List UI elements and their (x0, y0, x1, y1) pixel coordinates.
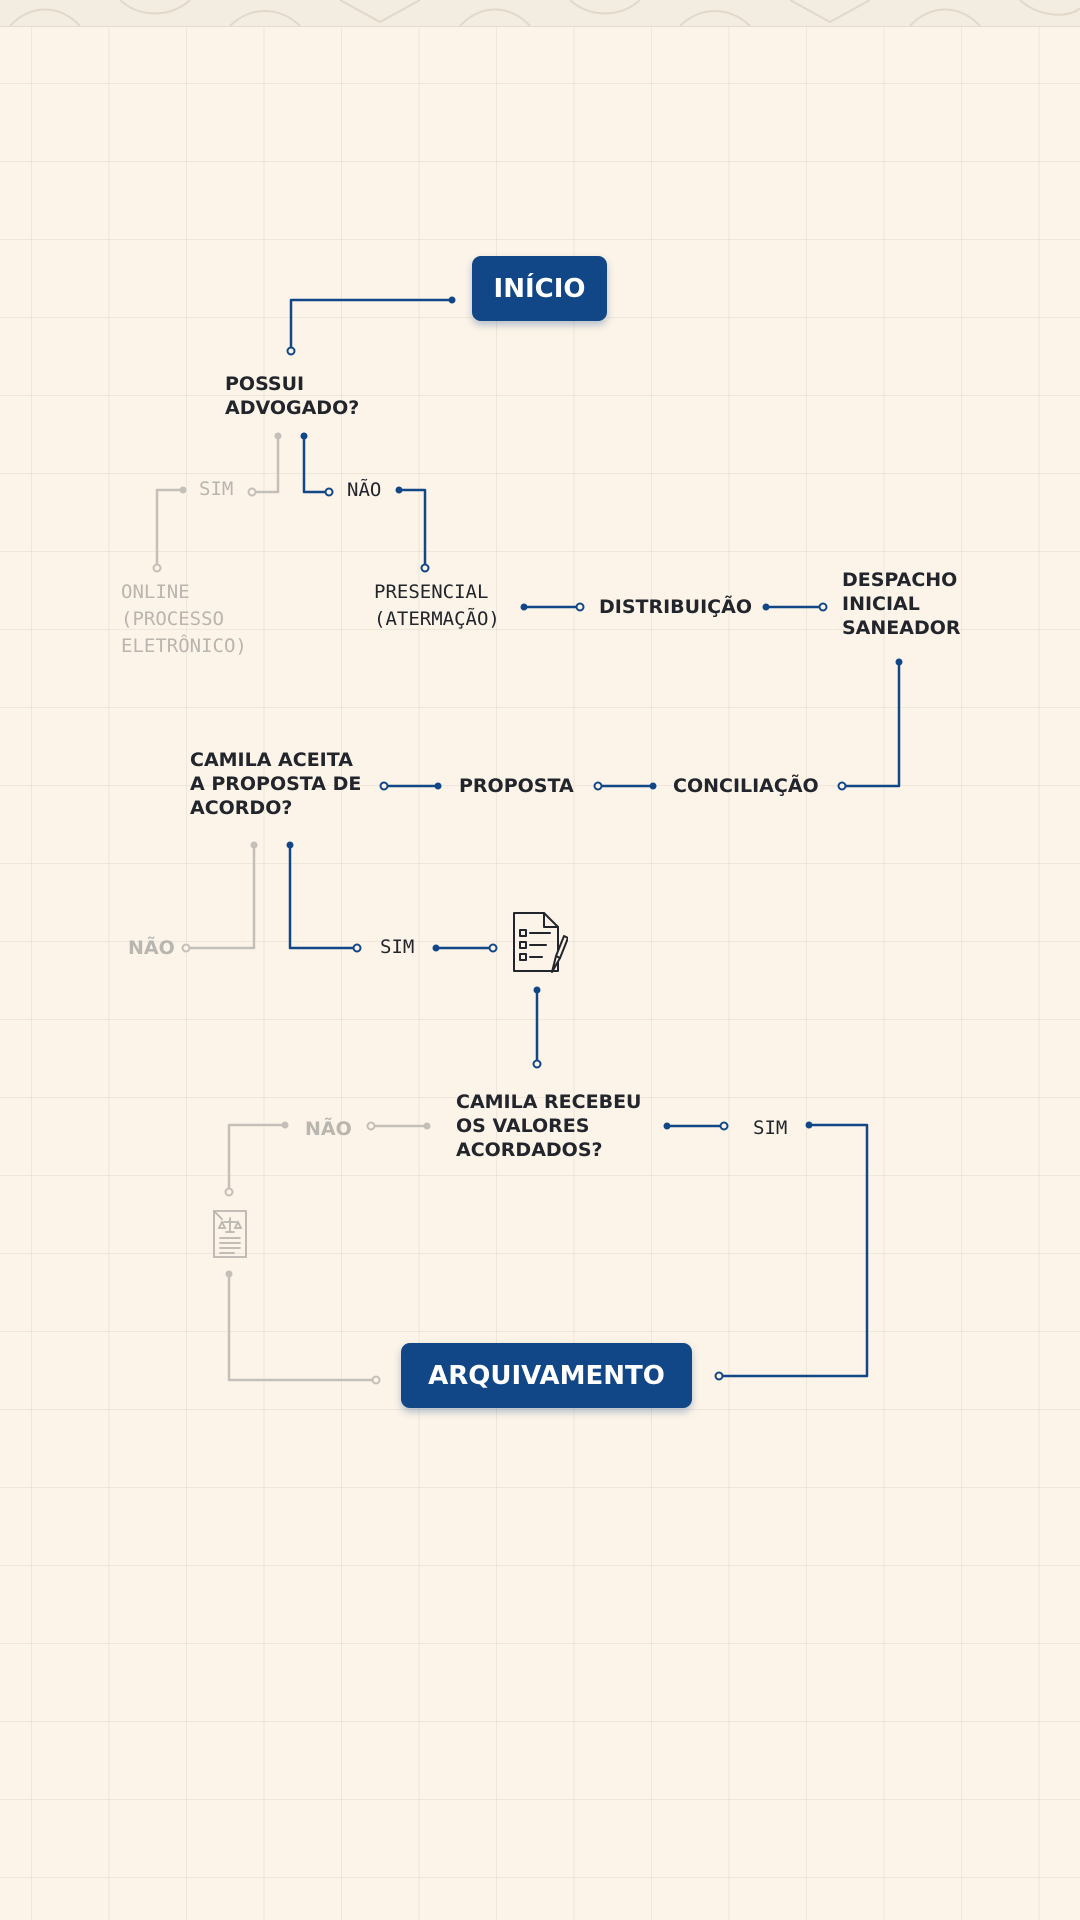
node-distribuicao: DISTRIBUIÇÃO (599, 596, 752, 618)
connector-sim-to-online (155, 488, 183, 568)
connector-sim-to-end (719, 1123, 869, 1378)
start-node: INÍCIO (472, 256, 607, 321)
decorative-header-band (0, 0, 1080, 27)
label-accept-yes: SIM (380, 936, 415, 958)
label-lawyer-no: NÃO (347, 479, 382, 501)
question-accept-proposal: CAMILA ACEITA A PROPOSTA DE ACORDO? (190, 749, 362, 819)
connector-judgment-to-end (227, 1274, 376, 1382)
legal-document-scales-icon (212, 1209, 248, 1259)
node-presencial: PRESENCIAL (ATERMAÇÃO) (374, 581, 500, 630)
node-conciliacao: CONCILIAÇÃO (673, 775, 819, 797)
label-accept-no: NÃO (128, 937, 175, 959)
end-node: ARQUIVAMENTO (401, 1343, 692, 1408)
label-received-yes: SIM (753, 1117, 788, 1139)
node-proposta: PROPOSTA (459, 775, 574, 797)
connector-accept-to-nao (186, 845, 256, 950)
question-has-lawyer: POSSUI ADVOGADO? (225, 373, 360, 419)
document-checklist-pen-icon (510, 910, 569, 976)
connector-lawyer-to-sim (252, 436, 280, 494)
label-received-no: NÃO (305, 1118, 352, 1140)
connector-start-to-lawyer-question (289, 298, 452, 351)
connector-accept-to-sim (288, 845, 357, 950)
connector-despacho-to-conciliacao (842, 662, 901, 788)
question-received-values: CAMILA RECEBEU OS VALORES ACORDADOS? (456, 1091, 642, 1161)
connector-nao-to-judgment (227, 1123, 285, 1192)
connector-nao-to-presencial (399, 488, 427, 568)
node-despacho: DESPACHO INICIAL SANEADOR (842, 569, 961, 639)
label-lawyer-yes: SIM (199, 478, 234, 500)
connector-lawyer-to-nao (302, 436, 329, 494)
node-online: ONLINE (PROCESSO ELETRÔNICO) (121, 581, 247, 657)
